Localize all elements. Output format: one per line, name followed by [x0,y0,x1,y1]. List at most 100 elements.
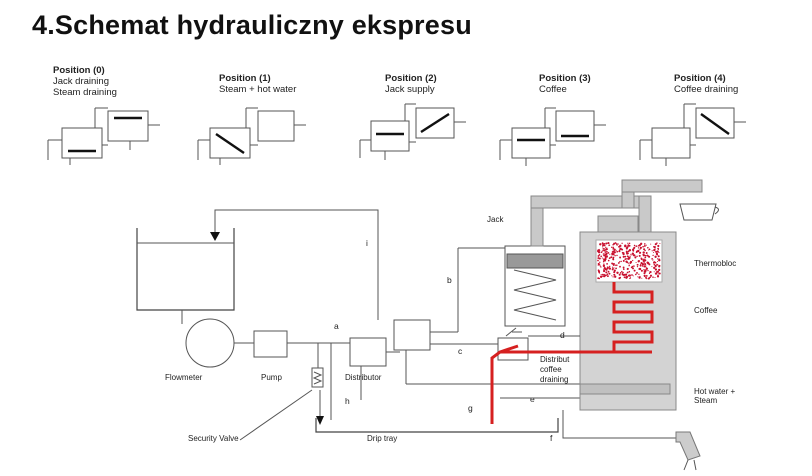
heat-dot [627,244,629,246]
heat-dot [600,274,602,276]
heat-dot [612,253,615,256]
heat-dot [645,267,649,270]
heat-dot [657,273,659,275]
heat-dot [656,260,659,263]
heat-dot [654,249,656,251]
heat-dot [601,242,604,245]
heat-dot [653,246,656,249]
heat-dot [639,275,641,278]
heat-dot [647,269,649,272]
return-line-i: i [210,209,379,320]
letter-b: b [447,275,452,285]
heat-dot [597,257,599,259]
heat-dot [621,251,624,254]
heat-dot [612,258,615,261]
heat-dot [608,257,611,259]
heat-dot [606,266,609,268]
heat-dot [623,276,626,279]
heat-dot [658,259,660,261]
heat-dot [648,272,651,274]
heat-dot [598,272,601,274]
heat-dot [657,274,659,276]
thermobloc-heating-dots [597,242,661,280]
heat-dot [635,245,637,247]
heat-dot [622,266,625,269]
heat-dot [622,255,625,258]
heat-dot [652,276,654,278]
heat-dot [611,266,614,268]
heat-dot [640,269,643,272]
heat-dot [636,265,639,268]
coffee-flow-path [490,282,654,424]
heat-dot [650,243,652,245]
heat-dot [658,251,660,254]
heat-dot [638,273,640,275]
heat-dot [631,274,633,276]
letter-e: e [530,394,535,404]
heat-dot [602,243,605,247]
position-3-valve [499,107,606,166]
heat-dot [657,255,660,258]
heat-dot [615,249,617,251]
heat-dot [606,273,609,276]
heat-dot [644,243,646,245]
heat-dot [656,275,660,278]
position-0-line-2: Steam draining [53,87,117,98]
heat-dot [649,271,652,274]
heat-dot [636,271,638,274]
heat-dot [619,265,621,268]
heat-dot [625,273,628,275]
heat-dot [654,276,656,279]
heat-dot [607,270,610,273]
letter-g: g [468,403,473,413]
position-1-valve [197,107,306,165]
heat-dot [621,273,624,276]
heat-dot [611,256,613,258]
heat-dot [627,256,630,258]
heat-dot [599,261,601,263]
distrib-label-1: Distribut [540,355,570,364]
heat-dot [614,275,617,278]
heat-dot [613,262,615,265]
heat-dot [604,258,606,260]
heat-dot [627,245,629,248]
heat-dot [644,254,647,257]
heat-dot [627,262,629,264]
heat-dot [651,257,654,260]
heat-dot [644,249,646,252]
heat-dot [604,248,606,250]
distrib-label-2: coffee [540,365,562,374]
heat-dot [601,250,604,252]
heat-dot [653,263,656,266]
heat-dot [632,275,634,277]
heat-dot [648,255,651,258]
heat-dot [631,254,633,256]
flowmeter: Flowmeter [165,310,254,382]
letter-c: c [458,346,463,356]
heat-dot [619,272,622,274]
hot-water-steam-label-2: Steam [694,396,717,405]
heat-dot [618,245,621,248]
heat-dot [630,253,632,255]
heat-dot [626,276,628,278]
heat-dot [606,267,609,270]
heat-dot [638,244,641,247]
position-0-header: Position (0) Jack draining Steam drainin… [53,65,117,98]
steam-wand-icon [675,431,701,461]
heat-dot [600,266,602,268]
drip-tray: Drip tray g e [315,390,580,443]
heat-dot [612,247,615,250]
drain-arrow-icon [316,416,324,425]
heat-dot [613,248,616,251]
heat-dot [654,268,658,271]
heat-dot [637,260,640,263]
heat-dot [612,276,614,278]
heat-dot [613,271,616,274]
position-3-line-1: Coffee [539,84,567,95]
distributor-label: Distributor [345,373,382,382]
position-2-title: Position (2) [385,73,437,84]
heat-dot [619,276,622,279]
heat-dot [651,266,653,268]
heat-dot [621,242,623,244]
heat-dot [613,242,616,245]
